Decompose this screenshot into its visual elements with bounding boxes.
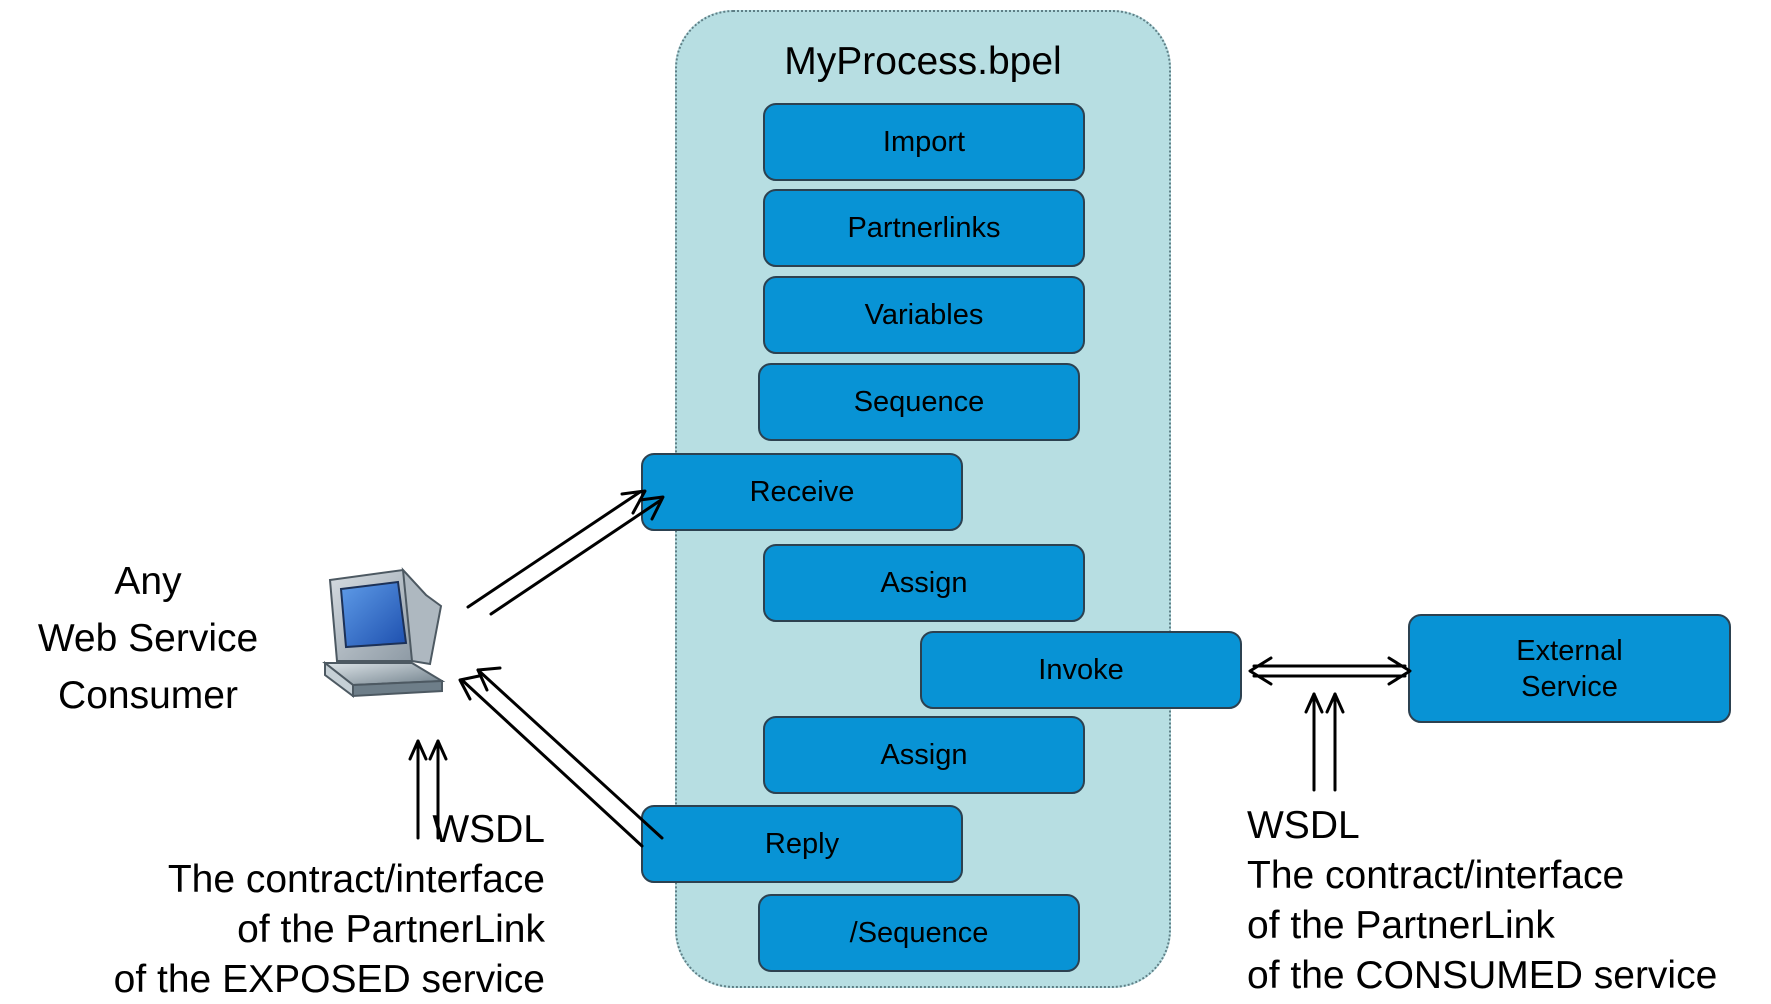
consumer-label-line-2: Web Service [37, 617, 259, 660]
invoke-external-service-arrow [1248, 656, 1412, 686]
exposed-wsdl-title: WSDL [432, 808, 545, 851]
exposed-wsdl-label: WSDL The contract/interface of the Partn… [40, 806, 545, 1004]
reply-to-consumer-head-1 [476, 666, 502, 692]
partnerlinks-step[interactable]: Partnerlinks [763, 189, 1085, 267]
invoke-external-right-head [1387, 656, 1412, 686]
reply-to-consumer-arrow [458, 666, 664, 848]
consumer-to-receive-shaft-2 [489, 498, 663, 616]
external-service-box[interactable]: External Service [1408, 614, 1731, 723]
process-title: MyProcess.bpel [784, 40, 1062, 83]
consumer-label-line-1: Any [114, 560, 182, 603]
consumer-to-receive-head-2 [638, 495, 665, 521]
exposed-wsdl-pointer-head-2 [428, 739, 448, 761]
import-step[interactable]: Import [763, 103, 1085, 181]
sequence-step[interactable]: Sequence [758, 363, 1080, 441]
reply-to-consumer-shaft-1 [476, 668, 664, 840]
invoke-step[interactable]: Invoke [920, 631, 1242, 709]
consumed-wsdl-line-2: The contract/interface [1247, 854, 1625, 897]
end-sequence-step[interactable]: /Sequence [758, 894, 1080, 972]
consumed-wsdl-pointer [1304, 692, 1345, 792]
consumed-wsdl-line-3: of the PartnerLink [1247, 904, 1555, 947]
consumer-label-line-3: Consumer [58, 674, 238, 717]
consumer-label: Any Web Service Consumer [0, 558, 296, 720]
consumer-to-receive-shaft-1 [466, 490, 642, 609]
assign-step-2[interactable]: Assign [763, 716, 1085, 794]
consumed-wsdl-line-4: of the CONSUMED service [1247, 954, 1718, 997]
consumed-wsdl-pointer-head-2 [1325, 692, 1345, 714]
exposed-wsdl-line-3: of the PartnerLink [237, 908, 545, 951]
exposed-wsdl-line-4: of the EXPOSED service [113, 958, 545, 1001]
exposed-wsdl-pointer [408, 739, 448, 840]
consumer-to-receive-arrow [466, 489, 665, 616]
computer-icon [310, 560, 460, 700]
consumed-wsdl-label: WSDL The contract/interface of the Partn… [1247, 802, 1752, 1000]
external-service-label-line-1: External [1516, 634, 1623, 667]
consumed-wsdl-pointer-head-1 [1304, 692, 1324, 714]
invoke-external-left-head [1248, 656, 1273, 686]
reply-to-consumer-head-2 [458, 674, 481, 701]
exposed-wsdl-line-2: The contract/interface [167, 858, 545, 901]
consumer-to-receive-head-1 [620, 489, 647, 515]
consumed-wsdl-title: WSDL [1247, 804, 1360, 847]
external-service-label-line-2: Service [1521, 670, 1618, 703]
exposed-wsdl-pointer-head-1 [408, 739, 428, 761]
reply-to-consumer-shaft-2 [460, 678, 644, 848]
assign-step-1[interactable]: Assign [763, 544, 1085, 622]
variables-step[interactable]: Variables [763, 276, 1085, 354]
